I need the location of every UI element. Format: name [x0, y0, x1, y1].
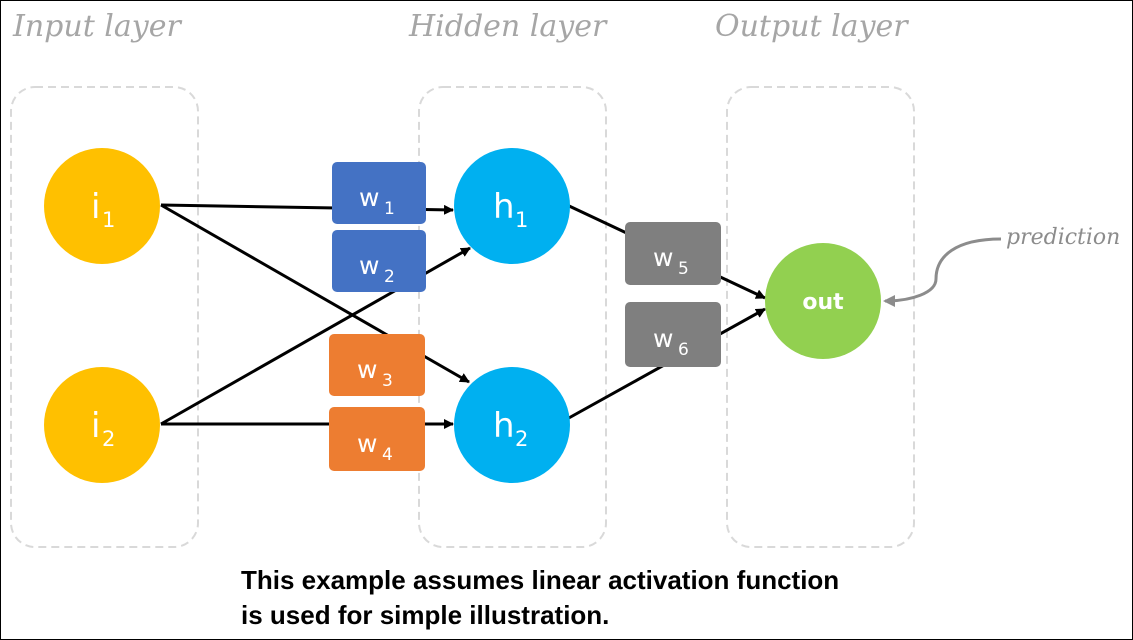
svg-text:6: 6 — [678, 340, 689, 360]
svg-text:w: w — [653, 324, 673, 353]
svg-text:4: 4 — [382, 445, 393, 465]
prediction-arrow — [883, 237, 1002, 307]
caption-line-2: is used for simple illustration. — [241, 600, 610, 630]
input-layer-title: Input layer — [12, 9, 182, 44]
node-i2: i 2 — [44, 367, 160, 483]
svg-text:i: i — [91, 406, 100, 446]
node-out: out — [765, 243, 881, 359]
hidden-layer-title: Hidden layer — [408, 9, 608, 44]
svg-text:w: w — [357, 355, 377, 384]
weight-w1: w 1 — [332, 162, 426, 224]
svg-text:5: 5 — [678, 259, 689, 279]
svg-text:w: w — [357, 429, 377, 458]
svg-text:w: w — [359, 183, 379, 212]
svg-text:1: 1 — [102, 208, 115, 232]
output-layer-title: Output layer — [715, 9, 909, 44]
svg-text:1: 1 — [384, 199, 395, 219]
weight-w2: w 2 — [332, 230, 426, 292]
node-h1: h 1 — [454, 148, 570, 264]
svg-text:h: h — [493, 406, 515, 446]
svg-text:3: 3 — [382, 371, 393, 391]
prediction-label: prediction — [1006, 225, 1120, 250]
svg-text:2: 2 — [384, 267, 395, 287]
caption: This example assumes linear activation f… — [241, 563, 1101, 633]
svg-text:i: i — [91, 187, 100, 227]
node-i1: i 1 — [44, 148, 160, 264]
svg-text:h: h — [493, 187, 515, 227]
output-layer-box — [726, 86, 915, 548]
caption-line-1: This example assumes linear activation f… — [241, 565, 840, 595]
weight-w4: w 4 — [329, 407, 425, 471]
svg-text:w: w — [653, 243, 673, 272]
input-layer-box — [10, 86, 199, 548]
hidden-layer-box — [418, 86, 607, 548]
weight-w3: w 3 — [329, 334, 425, 396]
svg-text:2: 2 — [515, 427, 528, 451]
svg-text:out: out — [802, 290, 844, 315]
node-h2: h 2 — [454, 367, 570, 483]
svg-text:2: 2 — [102, 427, 115, 451]
weight-w6: w 6 — [625, 302, 721, 367]
weight-w5: w 5 — [625, 222, 721, 285]
svg-text:1: 1 — [515, 208, 528, 232]
svg-text:w: w — [359, 251, 379, 280]
